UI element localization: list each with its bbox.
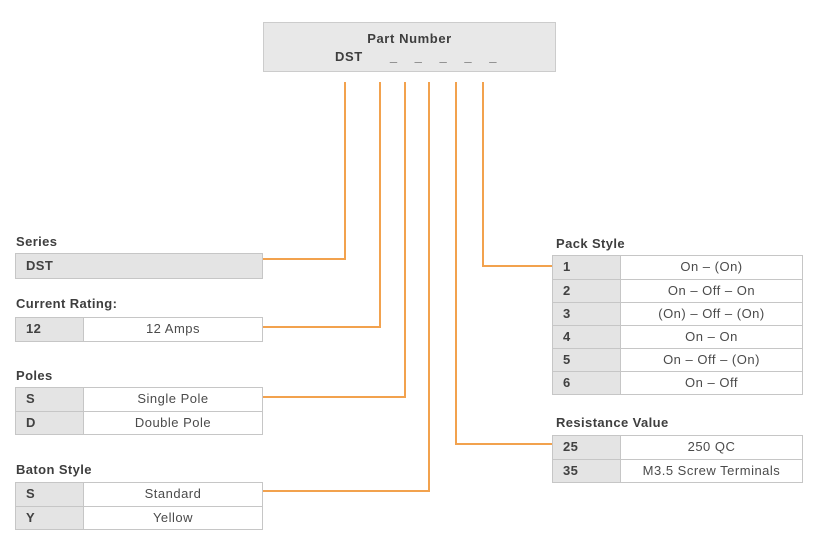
value-cell: On – Off – (On): [663, 352, 760, 367]
table-row: S Standard: [16, 483, 262, 506]
code-cell: 3: [553, 303, 621, 325]
connector-line-pack-style: [482, 82, 552, 267]
connector-line-baton-style: [263, 82, 430, 492]
connector-line-poles: [263, 82, 406, 398]
poles-table: S Single Pole D Double Pole: [15, 387, 263, 435]
connector-line-current-rating: [263, 82, 381, 328]
resistance-value-label: Resistance Value: [556, 415, 669, 430]
code-cell: 5: [553, 349, 621, 371]
part-number-box: Part Number DST _ _ _ _ _: [263, 22, 556, 72]
part-number-title: Part Number: [367, 31, 452, 46]
code-cell: 12: [16, 318, 84, 341]
part-number-blank-2: _: [414, 49, 423, 64]
code-cell: DST: [16, 254, 262, 278]
value-cell: M3.5 Screw Terminals: [642, 463, 781, 478]
series-table: DST: [15, 253, 263, 279]
table-row: D Double Pole: [16, 411, 262, 434]
code-cell: D: [16, 412, 84, 434]
value-cell: On – Off: [685, 375, 738, 390]
value-cell: (On) – Off – (On): [658, 306, 765, 321]
value-cell: 250 QC: [687, 439, 736, 454]
code-cell: 2: [553, 280, 621, 302]
code-cell: 6: [553, 372, 621, 394]
table-row: 5 On – Off – (On): [553, 348, 802, 371]
table-row: Y Yellow: [16, 506, 262, 529]
part-number-blank-5: _: [489, 49, 498, 64]
part-number-code-line: DST _ _ _ _ _: [264, 49, 555, 64]
code-cell: 4: [553, 326, 621, 348]
current-rating-table: 12 12 Amps: [15, 317, 263, 342]
part-number-blank-1: _: [389, 49, 398, 64]
code-cell: S: [16, 483, 84, 506]
series-label: Series: [16, 234, 58, 249]
code-cell: S: [16, 388, 84, 411]
value-cell: Double Pole: [134, 415, 212, 430]
value-cell: 12 Amps: [145, 321, 201, 336]
table-row: 25 250 QC: [553, 436, 802, 459]
current-rating-label: Current Rating:: [16, 296, 118, 311]
table-row: 3 (On) – Off – (On): [553, 302, 802, 325]
value-cell: On – On: [685, 329, 738, 344]
pack-style-label: Pack Style: [556, 236, 626, 251]
connector-line-series: [263, 82, 346, 260]
code-cell: 35: [553, 460, 621, 482]
table-row: 35 M3.5 Screw Terminals: [553, 459, 802, 482]
value-cell: On – Off – On: [667, 283, 756, 298]
table-row: 4 On – On: [553, 325, 802, 348]
code-cell: Y: [16, 507, 84, 529]
table-row: 2 On – Off – On: [553, 279, 802, 302]
code-cell: 1: [553, 256, 621, 279]
table-row: 1 On – (On): [553, 256, 802, 279]
table-row: 6 On – Off: [553, 371, 802, 394]
baton-style-table: S Standard Y Yellow: [15, 482, 263, 530]
code-cell: 25: [553, 436, 621, 459]
value-cell: Standard: [144, 486, 202, 501]
baton-style-label: Baton Style: [16, 462, 92, 477]
value-cell: On – (On): [680, 259, 743, 274]
resistance-value-table: 25 250 QC 35 M3.5 Screw Terminals: [552, 435, 803, 483]
value-cell: Yellow: [152, 510, 194, 525]
value-cell: Single Pole: [137, 391, 209, 406]
part-number-prefix: DST: [335, 49, 363, 64]
table-row: 12 12 Amps: [16, 318, 262, 341]
pack-style-table: 1 On – (On) 2 On – Off – On 3 (On) – Off…: [552, 255, 803, 395]
table-row: DST: [16, 254, 262, 278]
part-number-blank-3: _: [439, 49, 448, 64]
part-number-blank-4: _: [464, 49, 473, 64]
connector-line-resistance-value: [455, 82, 552, 445]
poles-label: Poles: [16, 368, 53, 383]
table-row: S Single Pole: [16, 388, 262, 411]
